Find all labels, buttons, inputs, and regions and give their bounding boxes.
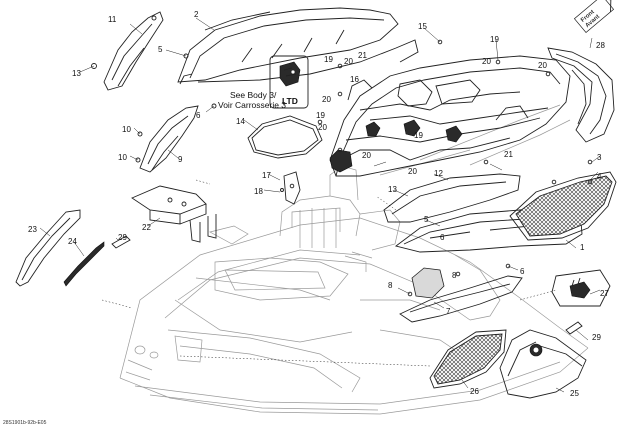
- part-24-strip: [63, 241, 105, 287]
- callout-20a: 20: [322, 95, 331, 104]
- callout-1: 1: [580, 243, 585, 252]
- callout-19c: 19: [414, 131, 423, 140]
- part-27-detail-box: [551, 269, 611, 307]
- callout-20d: 20: [344, 57, 353, 66]
- callout-24: 24: [68, 237, 77, 246]
- part-22-bracket: [131, 185, 217, 243]
- callout-15: 15: [418, 22, 427, 31]
- part-28-front-panel: [547, 47, 615, 143]
- callout-21b: 21: [504, 150, 513, 159]
- callout-11: 11: [108, 15, 117, 24]
- callout-9: 9: [178, 155, 183, 164]
- callout-18: 18: [254, 187, 263, 196]
- callout-19b: 19: [316, 111, 325, 120]
- fasteners: [91, 39, 593, 297]
- part-26-frame: [429, 329, 507, 389]
- ltd-badge: LTD: [282, 96, 298, 106]
- part-9-fairing: [139, 105, 199, 173]
- callout-6b: 6: [520, 267, 525, 276]
- part-7-lower-panel: [399, 267, 523, 323]
- part-12-side-panel: [383, 173, 521, 223]
- callout-8b: 8: [388, 281, 393, 290]
- part-23-trim: [15, 209, 81, 287]
- callout-20b: 20: [318, 123, 327, 132]
- drawing-code: 28S1901b-92b-E05: [3, 420, 47, 426]
- part-25-housing: [499, 329, 587, 399]
- callout-20c: 20: [362, 151, 371, 160]
- callout-26: 26: [470, 387, 479, 396]
- callout-20g: 20: [408, 167, 417, 176]
- callout-10a: 10: [122, 125, 131, 134]
- hull-outline: [119, 104, 589, 415]
- callout-19a: 19: [324, 55, 333, 64]
- callout-12: 12: [434, 169, 443, 178]
- callout-7: 7: [446, 307, 451, 316]
- part-14-gasket: [247, 115, 323, 159]
- callout-13a: 13: [72, 69, 81, 78]
- callout-labels: 1 2 3 4 5 5 6 6 6 7 8 8 9 10 10 11 12 13…: [28, 10, 609, 398]
- callout-16: 16: [350, 75, 359, 84]
- callout-13b: 13: [388, 185, 397, 194]
- part-mesh-grill: [515, 175, 613, 237]
- callout-17: 17: [262, 171, 271, 180]
- callout-27: 27: [600, 289, 609, 298]
- callout-20f: 20: [538, 61, 547, 70]
- see-body-note-line1: See Body 3/: [230, 90, 277, 100]
- callout-6a: 6: [196, 111, 201, 120]
- part-17-bracket: [280, 171, 301, 205]
- callout-5a: 5: [158, 45, 163, 54]
- callout-4: 4: [597, 172, 602, 181]
- part-26-mesh-insert: [433, 333, 503, 385]
- callout-28: 28: [596, 41, 605, 50]
- part-2-top-panel: [177, 7, 419, 85]
- part-29-clip: [111, 235, 131, 249]
- callout-6c: 6: [440, 233, 445, 242]
- callout-29a: 29: [118, 233, 127, 242]
- callout-5b: 5: [424, 215, 429, 224]
- callout-29b: 29: [592, 333, 601, 342]
- callout-22: 22: [142, 223, 151, 232]
- callout-10b: 10: [118, 153, 127, 162]
- front-label: Front Avant: [573, 0, 615, 33]
- part-11-side-panel: [103, 11, 164, 91]
- ltd-detail-box: [269, 55, 309, 109]
- callout-8a: 8: [452, 271, 457, 280]
- callout-2: 2: [194, 10, 199, 19]
- callout-20e: 20: [482, 57, 491, 66]
- callout-21a: 21: [358, 51, 367, 60]
- leader-lines: [39, 17, 601, 393]
- callout-23: 23: [28, 225, 37, 234]
- part-29-right-clip: [565, 321, 583, 335]
- callout-25: 25: [570, 389, 579, 398]
- part-storage-tub: [329, 55, 571, 177]
- callout-19d: 19: [490, 35, 499, 44]
- grill-frame: [509, 171, 617, 241]
- callout-3: 3: [597, 153, 602, 162]
- callout-14: 14: [236, 117, 245, 126]
- see-body-note-line2: Voir Carrosserie 3: [218, 100, 286, 110]
